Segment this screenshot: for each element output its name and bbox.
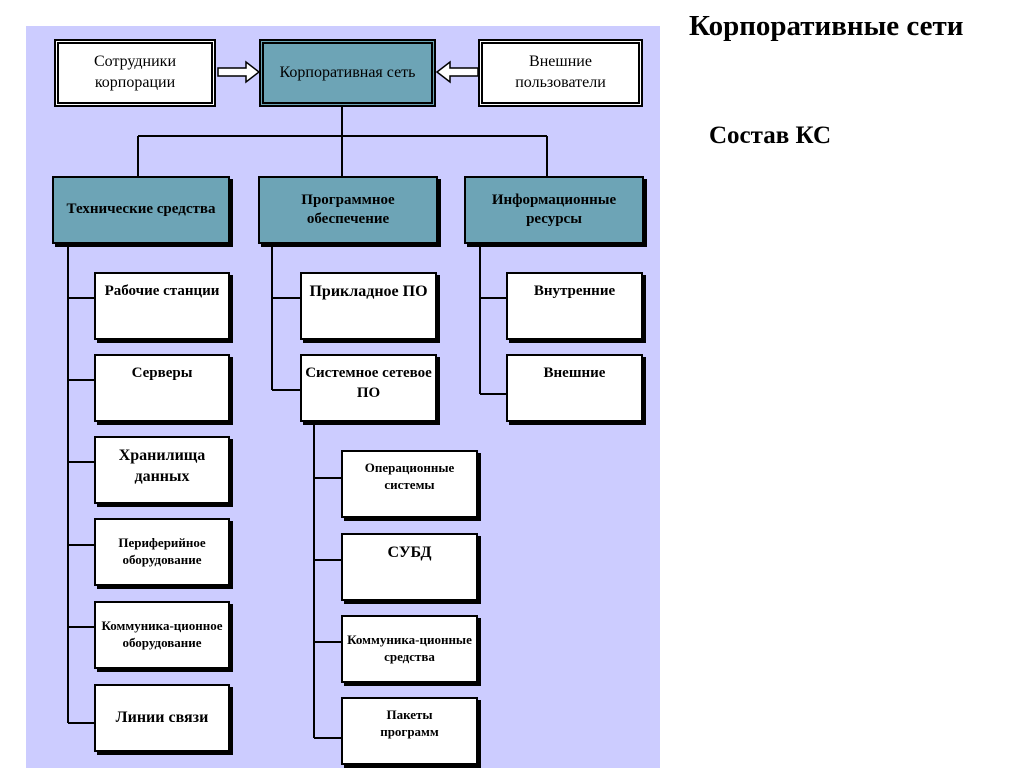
external-users-label: Внешние пользователи: [515, 53, 606, 91]
system-software-label: СУБД: [387, 544, 432, 561]
hardware-item-label: Серверы: [131, 365, 193, 381]
category-hardware-label: Технические средства: [66, 201, 216, 218]
employees-box: Сотрудники корпорации: [54, 39, 216, 107]
system-software-communication: Коммуника-ционные средства: [341, 615, 478, 683]
category-resources-label: Информационные ресурсы: [491, 191, 617, 228]
corporate-network-label: Корпоративная сеть: [279, 63, 416, 81]
software-application: Прикладное ПО: [300, 272, 437, 340]
hardware-communication-lines: Линии связи: [94, 684, 230, 752]
hardware-item-label: Рабочие станции: [104, 283, 220, 299]
category-software-label: Программное обеспечение: [301, 191, 395, 228]
page-title: Корпоративные сети: [689, 10, 964, 42]
system-software-packages: Пакеты программ: [341, 697, 478, 765]
resources-item-label: Внутренние: [533, 283, 616, 299]
system-software-os: Операционные системы: [341, 450, 478, 518]
system-software-label: Пакеты программ: [380, 707, 439, 739]
category-hardware: Технические средства: [52, 176, 230, 244]
system-software-label: Операционные системы: [364, 460, 455, 492]
hardware-communication-equipment: Коммуника-ционное оборудование: [94, 601, 230, 669]
category-software: Программное обеспечение: [258, 176, 438, 244]
hardware-storage: Хранилища данных: [94, 436, 230, 504]
employees-label: Сотрудники корпорации: [93, 53, 177, 91]
hardware-peripherals: Периферийное оборудование: [94, 518, 230, 586]
hardware-item-label: Линии связи: [115, 708, 209, 726]
hardware-item-label: Коммуника-ционное оборудование: [101, 618, 223, 650]
hardware-workstations: Рабочие станции: [94, 272, 230, 340]
hardware-item-label: Хранилища данных: [118, 447, 206, 485]
category-resources: Информационные ресурсы: [464, 176, 644, 244]
resources-internal: Внутренние: [506, 272, 643, 340]
resources-external: Внешние: [506, 354, 643, 422]
section-subtitle: Состав КС: [709, 122, 832, 149]
hardware-item-label: Периферийное оборудование: [118, 535, 206, 567]
software-item-label: Прикладное ПО: [309, 283, 428, 300]
software-system-network: Системное сетевое ПО: [300, 354, 437, 422]
external-users-box: Внешние пользователи: [478, 39, 643, 107]
system-software-dbms: СУБД: [341, 533, 478, 601]
resources-item-label: Внешние: [543, 365, 606, 381]
system-software-label: Коммуника-ционные средства: [347, 632, 472, 664]
corporate-network-box: Корпоративная сеть: [259, 39, 436, 107]
software-item-label: Системное сетевое ПО: [305, 365, 432, 401]
hardware-servers: Серверы: [94, 354, 230, 422]
